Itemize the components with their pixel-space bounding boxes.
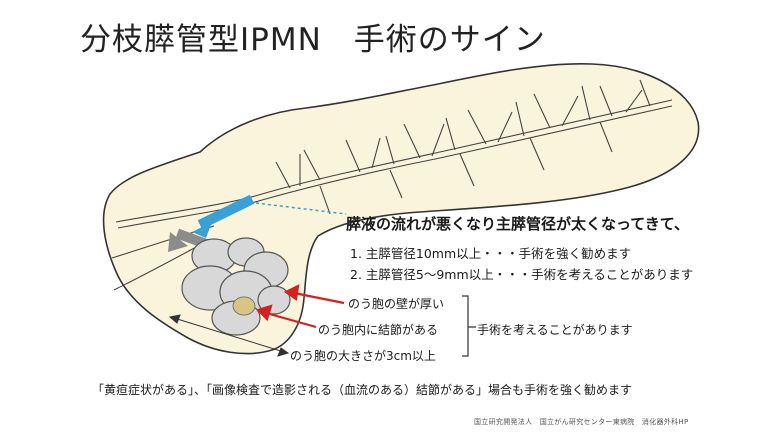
cyst-cluster	[181, 237, 291, 336]
red-arrows	[255, 284, 345, 329]
duct-dilation-heading: 膵液の流れが悪くなり主膵管径が太くなってきて、	[346, 215, 690, 233]
bottom-note: 「黄疸症状がある」、「画像検査で造影される（血流のある）結節がある」場合も手術を…	[92, 383, 633, 397]
findings-bracket	[462, 295, 476, 357]
source-credit: 国立研究開発法人 国立がん研究センター東病院 消化器外科HP	[474, 418, 689, 426]
page-title: 分枝膵管型IPMN 手術のサイン	[80, 22, 546, 58]
dilated-duct-arrow	[192, 194, 347, 238]
finding-size: のう胞の大きさが3cm以上	[290, 349, 436, 363]
finding-nodule: のう胞内に結節がある	[318, 323, 439, 337]
consider-surgery-label: 手術を考えることがあります	[477, 323, 633, 337]
criterion-1: 1. 主膵管径10mm以上・・・手術を強く勧めます	[350, 246, 632, 261]
nodule	[232, 296, 256, 316]
duct-tree	[111, 79, 673, 291]
finding-thick-wall: のう胞の壁が厚い	[348, 297, 445, 311]
criterion-2: 2. 主膵管径5～9mm以上・・・手術を考えることがあります	[350, 267, 694, 282]
size-arrow	[168, 314, 290, 357]
